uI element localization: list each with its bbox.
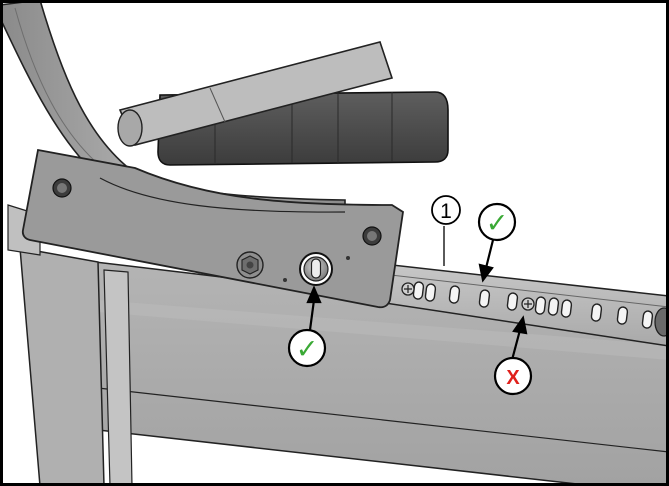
arrow-slot-check-head [478, 263, 494, 283]
rail-slots [412, 281, 654, 329]
check-marker-slot: ✓ [477, 202, 517, 242]
plate-hinge [117, 109, 143, 147]
callout-1-badge: 1 [431, 195, 461, 225]
check-icon: ✓ [296, 334, 319, 365]
bracket-bolt-left [52, 178, 72, 198]
callout-1-label: 1 [440, 200, 452, 223]
check-icon: ✓ [486, 208, 509, 239]
rail-screw-left [401, 282, 415, 296]
arrows [306, 239, 528, 361]
pop-pin-knob [299, 252, 333, 286]
top-plate [117, 41, 394, 147]
bracket-nut-center [236, 251, 264, 279]
check-marker-knob: ✓ [287, 328, 327, 368]
rail-end-cap [654, 307, 669, 337]
cross-icon: X [506, 367, 520, 389]
arrow-slot-cross-line [510, 329, 522, 361]
arrow-slot-cross-head [512, 315, 528, 335]
arrow-knob-head [306, 285, 322, 304]
frame-leg [19, 247, 133, 486]
cross-marker-slot: X [493, 356, 533, 396]
bracket-bolt-right [362, 226, 382, 246]
arrow-knob-line [308, 299, 316, 331]
arrow-slot-check-line [484, 239, 495, 269]
rail-screw-right [521, 297, 535, 311]
adjustment-rail [364, 261, 669, 347]
